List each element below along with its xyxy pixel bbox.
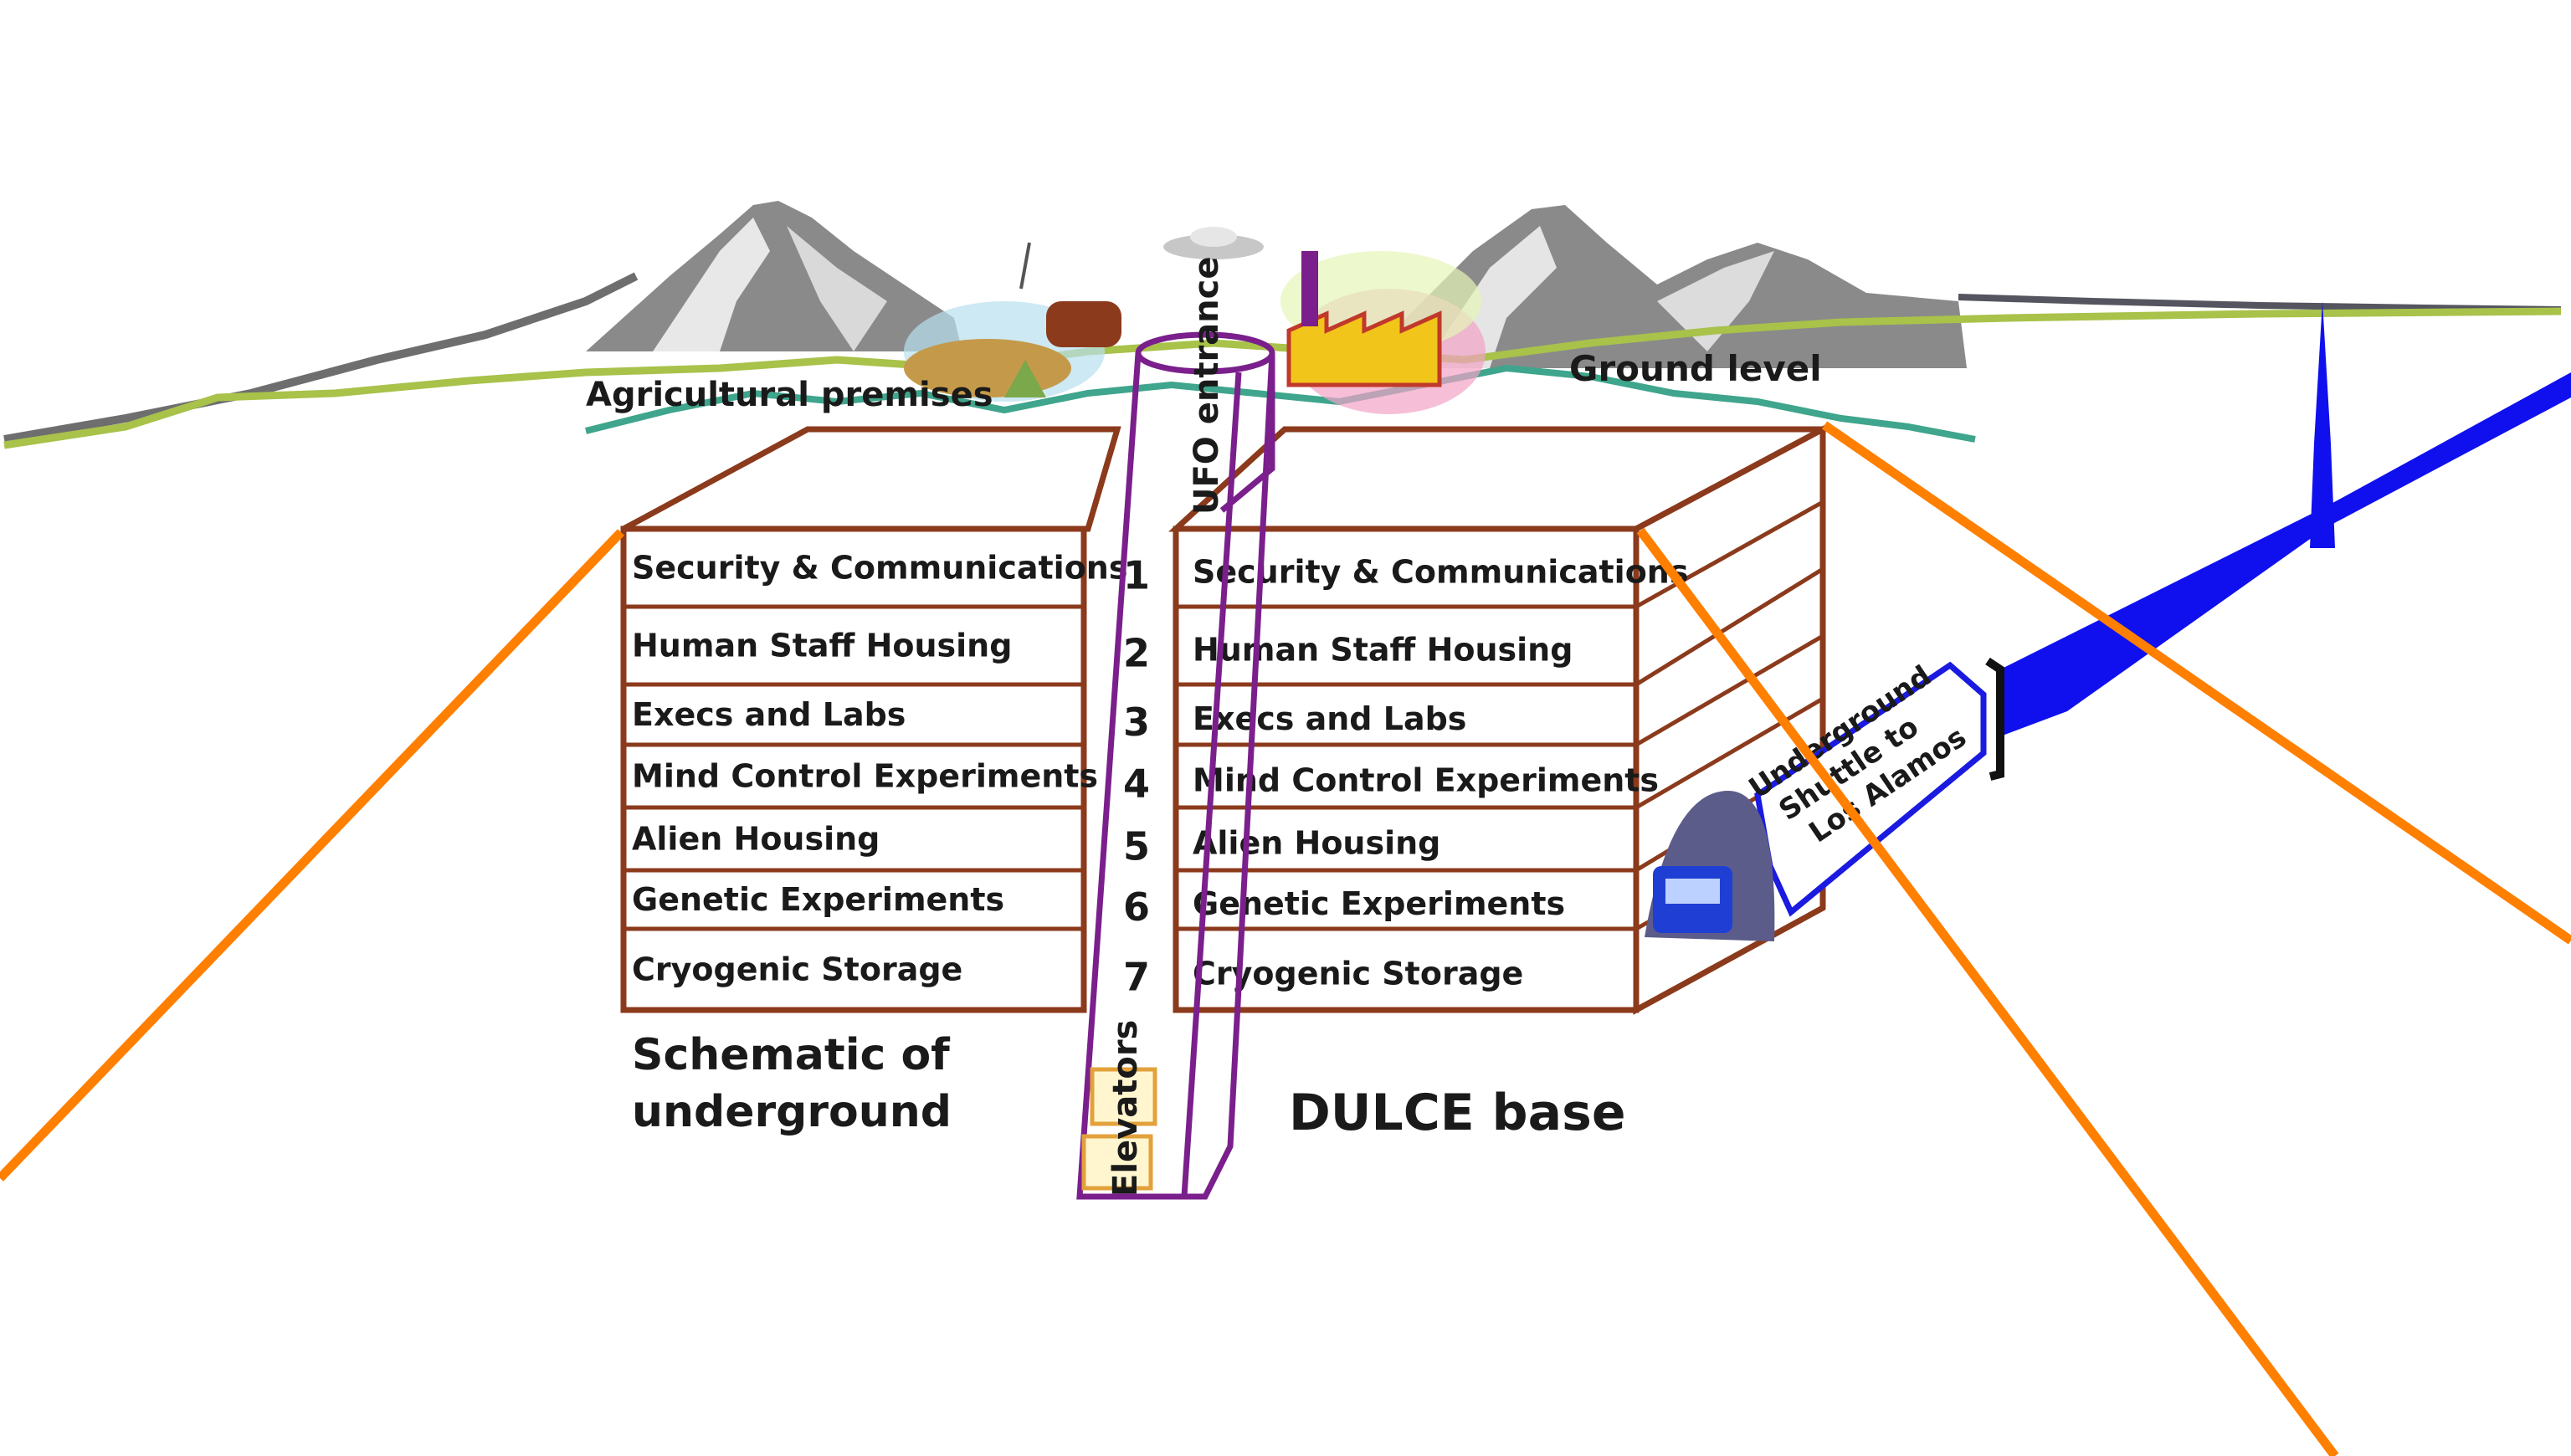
schematic-caption: Schematic of underground [632, 1030, 952, 1137]
floor-separators [624, 604, 1636, 931]
level-label-right: Security & Communications [1193, 554, 1688, 591]
level-label-left: Security & Communications [632, 550, 1127, 587]
level-label-left: Cryogenic Storage [632, 951, 962, 988]
level-number: 7 [1123, 955, 1150, 1000]
orange-perspective-lines [0, 421, 2571, 1456]
level-label-right: Alien Housing [1193, 825, 1440, 862]
elevators-label: Elevators [1106, 1020, 1145, 1197]
shuttle-tunnel [1645, 661, 1987, 941]
level-label-right: Execs and Labs [1193, 700, 1466, 737]
level-label-left: Genetic Experiments [632, 881, 1004, 918]
blue-tunnel-tube [1985, 301, 2571, 781]
level-label-right: Mind Control Experiments [1193, 762, 1659, 799]
level-label-left: Alien Housing [632, 821, 880, 858]
farm-icon [904, 242, 1121, 402]
mountain-range [3, 201, 2562, 443]
level-label-right: Human Staff Housing [1193, 632, 1573, 669]
svg-text:Schematic of: Schematic of [632, 1030, 951, 1080]
level-number: 1 [1123, 553, 1150, 598]
ufo-entrance-label: UFO entrance [1188, 257, 1226, 515]
dulce-base-caption: DULCE base [1289, 1084, 1626, 1142]
ground-line-green [3, 307, 2562, 449]
svg-text:underground: underground [632, 1087, 952, 1137]
factory-icon [1280, 251, 1486, 414]
ground-level-label: Ground level [1569, 348, 1822, 389]
level-number: 6 [1123, 884, 1150, 930]
ground-line-teal [585, 364, 1976, 443]
level-label-right: Genetic Experiments [1193, 885, 1565, 922]
elevator-shaft [1076, 331, 1275, 1200]
ufo-icon [1163, 227, 1264, 259]
level-label-right: Cryogenic Storage [1193, 956, 1523, 992]
elevator-cars [1081, 1067, 1157, 1191]
level-numbers: 1 2 3 4 5 6 7 [1123, 553, 1150, 1000]
agricultural-premises-label: Agricultural premises [586, 376, 993, 414]
level-number: 5 [1123, 824, 1150, 869]
level-number: 4 [1123, 761, 1150, 807]
level-number: 3 [1123, 700, 1150, 745]
level-label-left: Human Staff Housing [632, 628, 1012, 664]
level-label-left: Mind Control Experiments [632, 758, 1098, 795]
level-label-left: Execs and Labs [632, 696, 906, 733]
level-number: 2 [1123, 631, 1150, 676]
